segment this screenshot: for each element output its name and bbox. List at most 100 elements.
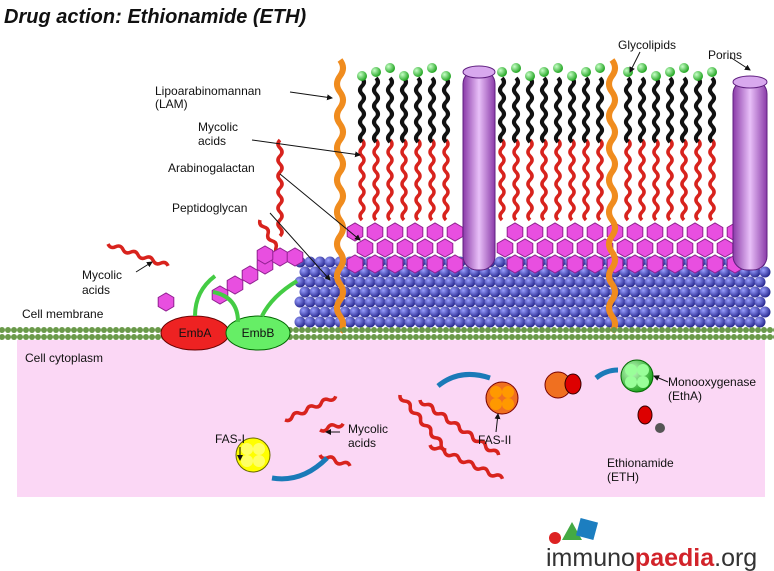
glycolipid-chain bbox=[358, 76, 366, 144]
membrane-bead bbox=[491, 334, 497, 340]
peptidoglycan-bead bbox=[414, 296, 426, 308]
arabinogalactan-hexagon bbox=[616, 238, 634, 258]
peptidoglycan-bead bbox=[509, 306, 521, 318]
membrane-bead bbox=[653, 334, 659, 340]
peptidoglycan-bead bbox=[699, 306, 711, 318]
membrane-bead bbox=[629, 327, 635, 333]
membrane-bead bbox=[35, 327, 41, 333]
peptidoglycan-bead bbox=[699, 286, 711, 298]
peptidoglycan-bead bbox=[534, 296, 546, 308]
mycolic-acid-chain bbox=[568, 138, 576, 222]
peptidoglycan-bead bbox=[489, 266, 501, 278]
arabinogalactan-hexagon bbox=[546, 254, 564, 274]
membrane-bead bbox=[761, 327, 767, 333]
arabinogalactan-hexagon bbox=[506, 222, 524, 242]
membrane-bead bbox=[593, 327, 599, 333]
peptidoglycan-bead bbox=[719, 286, 731, 298]
peptidoglycan-bead bbox=[364, 316, 376, 328]
membrane-bead bbox=[443, 327, 449, 333]
glycolipid-chain bbox=[512, 76, 520, 144]
mycolic-acid-chain bbox=[540, 138, 548, 222]
membrane-bead bbox=[509, 327, 515, 333]
membrane-bead bbox=[47, 327, 53, 333]
peptidoglycan-bead bbox=[304, 316, 316, 328]
membrane-bead bbox=[149, 334, 155, 340]
glycolipid-chain bbox=[414, 76, 422, 144]
peptidoglycan-bead bbox=[524, 276, 536, 288]
membrane-bead bbox=[755, 327, 761, 333]
membrane-bead bbox=[539, 327, 545, 333]
membrane-bead bbox=[449, 334, 455, 340]
membrane-bead bbox=[521, 334, 527, 340]
glycolipid-head bbox=[413, 67, 423, 77]
membrane-bead bbox=[83, 327, 89, 333]
peptidoglycan-bead bbox=[524, 296, 536, 308]
membrane-bead bbox=[323, 334, 329, 340]
arabinogalactan-hexagon bbox=[666, 222, 684, 242]
arabinogalactan-hexagon bbox=[636, 238, 654, 258]
membrane-bead bbox=[119, 334, 125, 340]
peptidoglycan-bead bbox=[324, 316, 336, 328]
membrane-bead bbox=[341, 327, 347, 333]
peptidoglycan-bead bbox=[539, 306, 551, 318]
arabinogalactan-hexagon bbox=[706, 254, 724, 274]
svg-text:immunopaedia.org: immunopaedia.org bbox=[546, 544, 757, 571]
peptidoglycan-bead bbox=[504, 296, 516, 308]
arabinogalactan-hexagon bbox=[416, 238, 434, 258]
membrane-bead bbox=[395, 327, 401, 333]
peptidoglycan-bead bbox=[504, 276, 516, 288]
peptidoglycan-bead bbox=[389, 286, 401, 298]
glycolipid-chain bbox=[680, 76, 688, 144]
peptidoglycan-bead bbox=[674, 276, 686, 288]
membrane-bead bbox=[575, 334, 581, 340]
glycolipid-head bbox=[385, 63, 395, 73]
membrane-bead bbox=[551, 334, 557, 340]
membrane-bead bbox=[725, 334, 731, 340]
membrane-bead bbox=[497, 327, 503, 333]
arabinogalactan-hexagon bbox=[271, 247, 289, 267]
peptidoglycan-bead bbox=[449, 286, 461, 298]
peptidoglycan-bead bbox=[649, 306, 661, 318]
peptidoglycan-bead bbox=[569, 306, 581, 318]
peptidoglycan-bead bbox=[689, 286, 701, 298]
membrane-bead bbox=[749, 327, 755, 333]
peptidoglycan-bead bbox=[579, 286, 591, 298]
peptidoglycan-bead bbox=[734, 276, 746, 288]
mycolic-acid-chain bbox=[372, 138, 380, 222]
peptidoglycan-bead bbox=[394, 316, 406, 328]
embb-enzyme bbox=[225, 315, 291, 351]
peptidoglycan-bead bbox=[424, 316, 436, 328]
membrane-bead bbox=[749, 334, 755, 340]
arabinogalactan-hexagon bbox=[586, 222, 604, 242]
peptidoglycan-bead bbox=[299, 266, 311, 278]
mycolic-wall-label-2: acids bbox=[198, 134, 226, 148]
glycolipid-chain bbox=[568, 76, 576, 144]
peptidoglycan-bead bbox=[749, 286, 761, 298]
membrane-bead bbox=[329, 334, 335, 340]
glycolipid-head bbox=[567, 71, 577, 81]
membrane-bead bbox=[545, 334, 551, 340]
glycolipid-chain bbox=[386, 76, 394, 144]
peptidoglycan-bead bbox=[594, 296, 606, 308]
membrane-bead bbox=[485, 334, 491, 340]
peptidoglycan-bead bbox=[299, 306, 311, 318]
peptidoglycan-bead bbox=[414, 316, 426, 328]
membrane-bead bbox=[551, 327, 557, 333]
peptidoglycan-bead bbox=[449, 306, 461, 318]
peptidoglycan-bead bbox=[444, 296, 456, 308]
peptidoglycan-bead bbox=[404, 296, 416, 308]
membrane-bead bbox=[587, 334, 593, 340]
arabinogalactan-hexagon bbox=[366, 254, 384, 274]
peptidoglycan-bead bbox=[749, 306, 761, 318]
peptidoglycan-bead bbox=[299, 286, 311, 298]
peptidoglycan-bead bbox=[369, 286, 381, 298]
mycolic-left-label: Mycolic bbox=[82, 268, 122, 282]
arabinogalactan-hexagon bbox=[406, 222, 424, 242]
membrane-bead bbox=[557, 334, 563, 340]
membrane-bead bbox=[581, 327, 587, 333]
peptidoglycan-bead bbox=[754, 296, 766, 308]
peptidoglycan-bead bbox=[384, 276, 396, 288]
membrane-bead bbox=[677, 327, 683, 333]
peptidoglycan-bead bbox=[344, 316, 356, 328]
peptidoglycan-bead bbox=[329, 286, 341, 298]
